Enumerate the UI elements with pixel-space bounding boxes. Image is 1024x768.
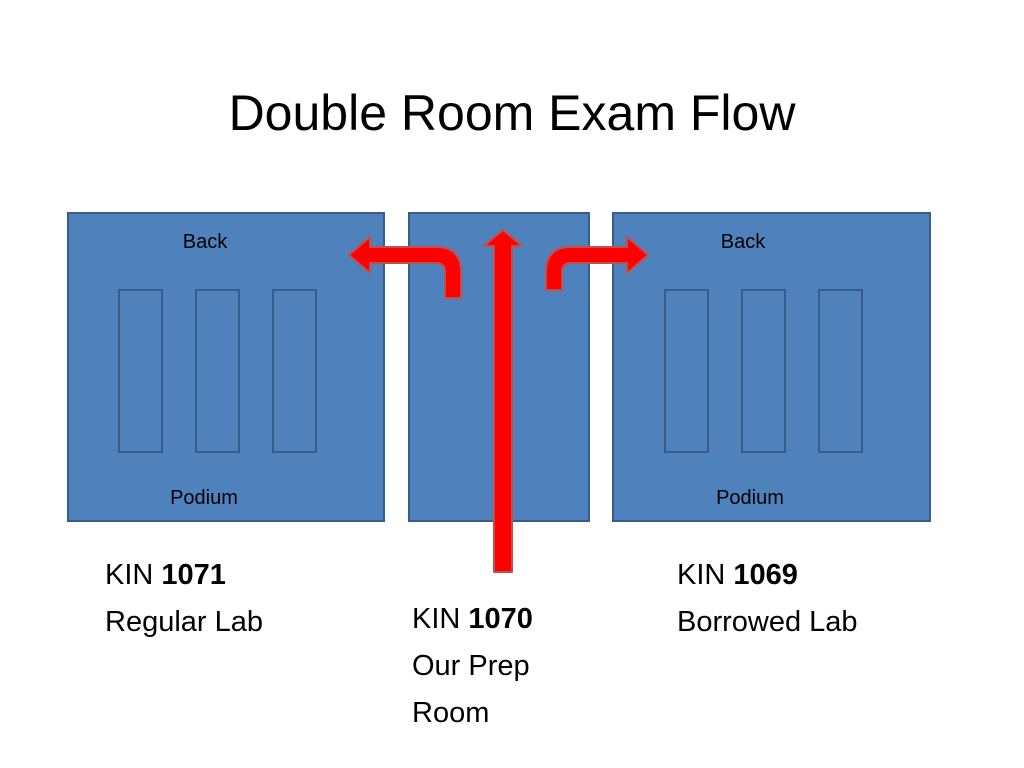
- room-kin-1071-caption: KIN 1071 Regular Lab: [105, 552, 263, 646]
- room-description: Regular Lab: [105, 606, 263, 638]
- room-number: 1071: [161, 559, 226, 591]
- lab-table: [272, 289, 317, 453]
- room-description-line2: Room: [412, 697, 490, 729]
- arrow-up-icon: [483, 229, 523, 573]
- lab-table: [818, 289, 863, 453]
- lab-table: [741, 289, 786, 453]
- room-number: 1070: [468, 603, 533, 635]
- room-kin-1069-podium-label: Podium: [716, 487, 784, 509]
- arrow-right-icon: [545, 236, 649, 291]
- room-number: 1069: [733, 559, 798, 591]
- room-prefix: KIN: [412, 603, 461, 635]
- room-kin-1070-caption: KIN 1070 Our Prep Room: [412, 596, 533, 737]
- room-description-line1: Our Prep: [412, 650, 530, 682]
- room-kin-1069-back-label: Back: [720, 231, 766, 253]
- lab-table: [118, 289, 163, 453]
- room-description: Borrowed Lab: [677, 606, 858, 638]
- room-kin-1071-podium-label: Podium: [170, 487, 238, 509]
- room-kin-1069-caption: KIN 1069 Borrowed Lab: [677, 552, 858, 646]
- arrow-left-icon: [348, 236, 462, 299]
- lab-table: [664, 289, 709, 453]
- room-prefix: KIN: [105, 559, 154, 591]
- slide-title: Double Room Exam Flow: [228, 85, 796, 141]
- room-kin-1071-back-label: Back: [182, 231, 228, 253]
- lab-table: [195, 289, 240, 453]
- room-prefix: KIN: [677, 559, 726, 591]
